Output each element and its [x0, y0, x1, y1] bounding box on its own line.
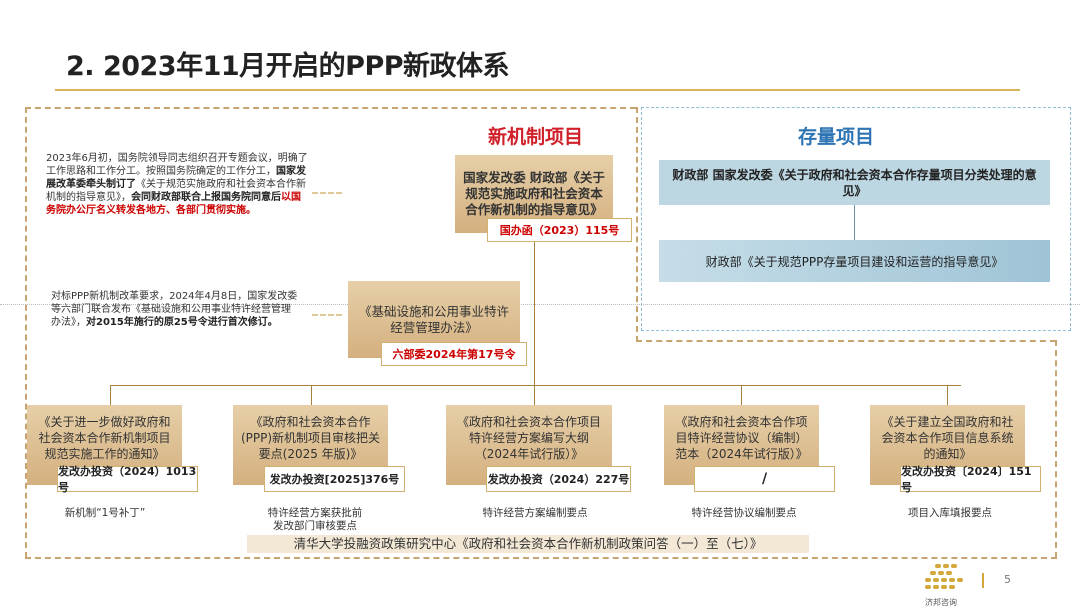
- tree-leg: [947, 385, 948, 405]
- stock-doc-1: 财政部 国家发改委《关于政府和社会资本合作存量项目分类处理的意见》: [659, 160, 1050, 205]
- page-number: 5: [1004, 573, 1011, 586]
- frame-top: [25, 107, 636, 109]
- mid-doc-number: 六部委2024年第17号令: [381, 342, 527, 366]
- bottom-doc-caption: 特许经营协议编制要点: [691, 507, 797, 519]
- stock-heading: 存量项目: [798, 126, 875, 148]
- stock-doc-2: 财政部《关于规范PPP存量项目建设和运营的指导意见》: [659, 240, 1050, 282]
- bottom-doc-number: 发改办投资〔2024〕151号: [900, 465, 1041, 494]
- para-red: 以国务院办公厅名义转发各地方、各部门贯彻实施。: [46, 192, 301, 216]
- bottom-doc-caption: 项目入库填报要点: [908, 507, 992, 519]
- title-underline: [55, 89, 1020, 91]
- frame-bottom: [25, 557, 1057, 559]
- stock-connector: [854, 205, 855, 240]
- bottom-doc-number: /: [694, 466, 835, 492]
- intro-paragraph-1: 2023年6月初，国务院领导同志组织召开专题会议，明确了工作思路和工作分工。按照…: [46, 152, 308, 217]
- frame-left: [25, 107, 27, 558]
- connector-dash: [312, 192, 342, 194]
- tree-leg: [534, 385, 535, 405]
- tree-leg: [110, 385, 111, 405]
- page-title: 2. 2023年11月开启的PPP新政体系: [66, 51, 510, 82]
- bottom-doc-caption: 新机制“1号补丁”: [64, 507, 146, 519]
- footer-divider: [982, 573, 984, 588]
- para-text: 2023年6月初，国务院领导同志组织召开专题会议，明确了工作思路和工作分工。按照…: [46, 153, 308, 177]
- intro-paragraph-2: 对标PPP新机制改革要求，2024年4月8日，国家发改委等六部门联合发布《基础设…: [51, 290, 299, 329]
- bottom-doc-caption: 特许经营方案获批前 发改部门审核要点: [267, 507, 363, 532]
- bottom-doc-number: 发改办投资（2024）1013号: [57, 465, 198, 494]
- frame-step: [636, 340, 1056, 342]
- guide-line: [0, 304, 1080, 305]
- bottom-doc-number: 发改办投资（2024）227号: [486, 466, 631, 492]
- policy-qa-banner: 清华大学投融资政策研究中心《政府和社会资本合作新机制政策问答（一）至（七）》: [247, 535, 809, 553]
- para-bold: 会同财政部联合上报国务院同意后: [131, 192, 281, 203]
- bottom-doc-caption: 特许经营方案编制要点: [482, 507, 588, 519]
- para-bold: 对2015年施行的原25号令进行首次修订。: [86, 317, 278, 328]
- connector-dash: [312, 314, 342, 316]
- para-text: 对标PPP新机制改革要求，2024年4月8日，国家发改委等六部门联合发布《基础设…: [51, 291, 298, 328]
- tree-leg: [311, 385, 312, 405]
- top-doc-number: 国办函（2023）115号: [487, 218, 632, 242]
- stock-frame: [641, 107, 1071, 331]
- tree-branch: [110, 385, 961, 386]
- para-text: 《关于规范实施政府和社会资本合作新机制的指导意见》，: [46, 179, 306, 203]
- new-mechanism-heading: 新机制项目: [488, 126, 584, 148]
- tree-leg: [741, 385, 742, 405]
- logo-icon: [925, 564, 963, 589]
- frame-inner-right: [636, 107, 638, 342]
- company-logo: 济邦咨询: [925, 564, 965, 608]
- logo-text: 济邦咨询: [925, 598, 957, 607]
- frame-right: [1055, 340, 1057, 558]
- tree-trunk: [534, 242, 535, 385]
- bottom-doc-number: 发改办投资[2025]376号: [264, 466, 405, 492]
- para-bold: 国家发展改革委牵头制订了: [46, 166, 306, 190]
